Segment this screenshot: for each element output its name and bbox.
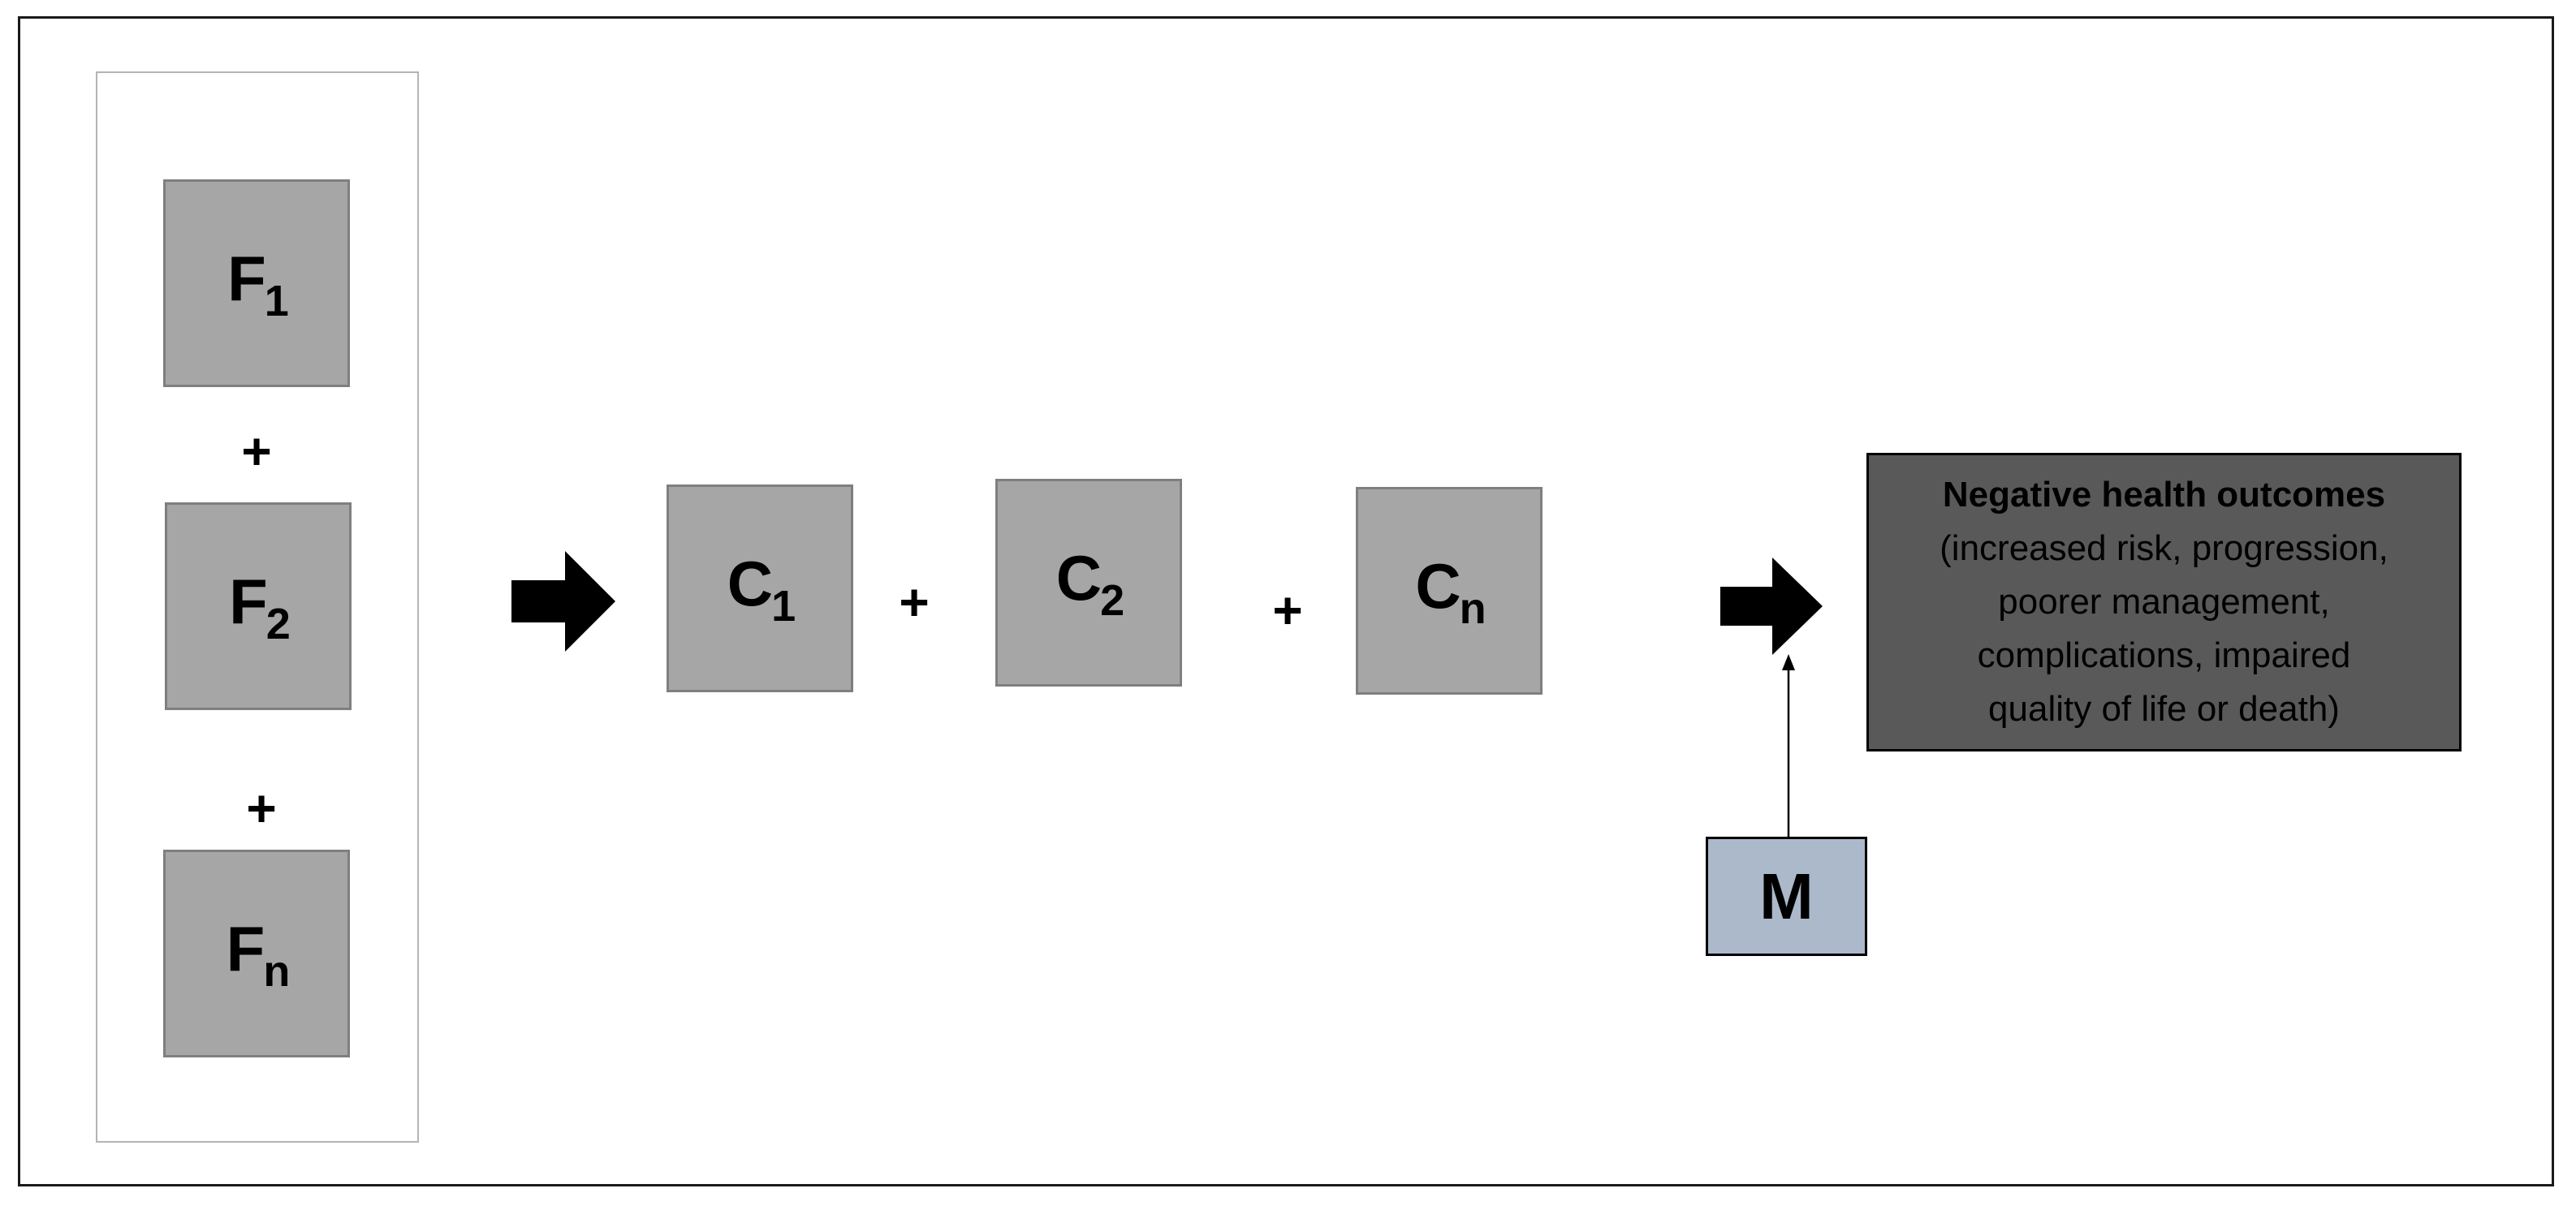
plus-sign-factor-2: + [246, 779, 277, 838]
outcome-line: quality of life or death) [1988, 689, 2340, 729]
condition-subscript: 1 [771, 582, 796, 631]
factor-symbol: F [226, 913, 265, 984]
diagram-frame [18, 16, 2554, 1186]
moderator-label: M [1759, 859, 1814, 932]
factor-subscript: 2 [265, 600, 291, 648]
block-arrow-right-icon [511, 551, 615, 652]
factor-symbol: F [229, 566, 268, 637]
condition-symbol: C [727, 548, 774, 619]
block-arrow-right-icon [1720, 558, 1823, 655]
condition-subscript: n [1459, 584, 1486, 633]
factor-group [96, 71, 419, 1143]
outcome-title: Negative health outcomes [1942, 475, 2386, 515]
outcome-line: poorer management, [1998, 582, 2330, 622]
plus-sign-condition-2: + [1272, 581, 1303, 639]
factor-symbol: F [227, 243, 266, 314]
factor-subscript: 1 [264, 277, 289, 325]
outcome-line: complications, impaired [1977, 635, 2351, 675]
plus-sign-condition-1: + [899, 573, 930, 631]
condition-subscript: 2 [1100, 576, 1125, 625]
condition-symbol: C [1415, 550, 1461, 622]
condition-symbol: C [1055, 542, 1102, 614]
moderator-box: M [1706, 837, 1867, 956]
factor-subscript: n [263, 947, 291, 996]
outcome-box: Negative health outcomes (increased risk… [1866, 453, 2462, 751]
plus-sign-factor-1: + [241, 422, 272, 480]
outcome-line: (increased risk, progression, [1940, 528, 2388, 568]
